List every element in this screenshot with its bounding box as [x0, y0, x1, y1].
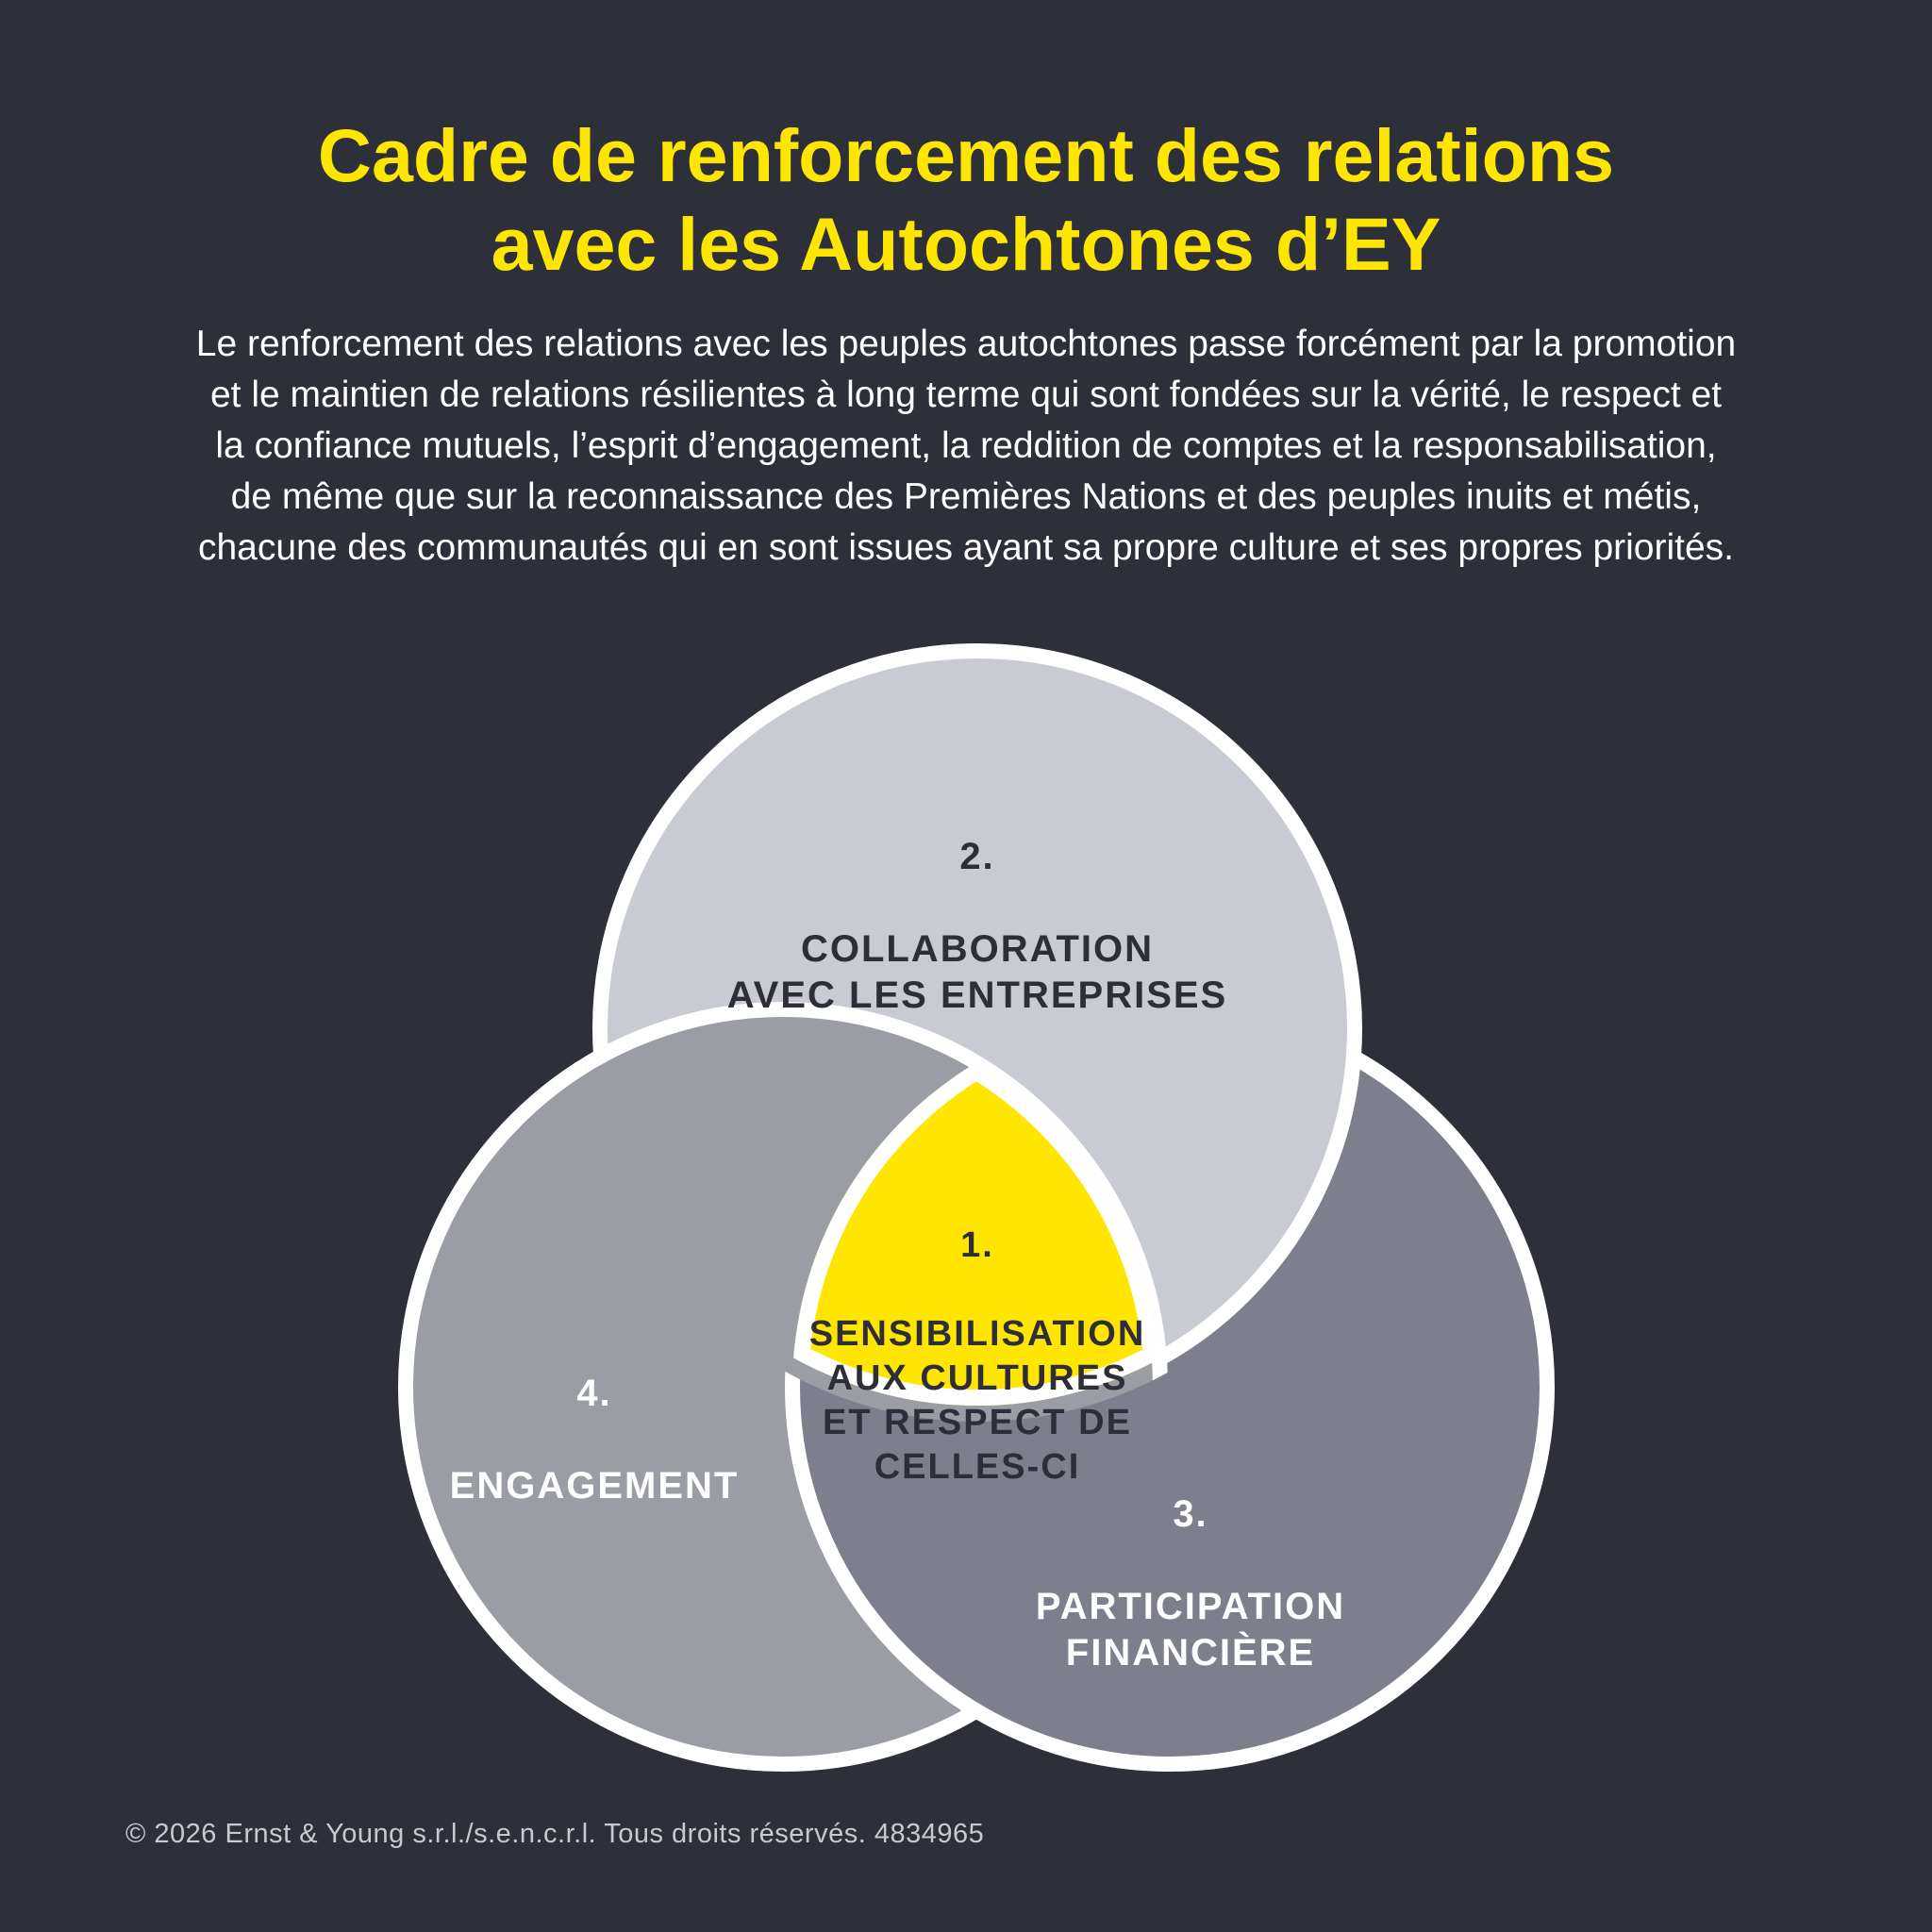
label-sensibilisation-number: 1.: [960, 1225, 994, 1265]
label-sensibilisation: 1. SENSIBILISATION AUX CULTURES ET RESPE…: [809, 1179, 1146, 1534]
intro-paragraph: Le renforcement des relations avec les p…: [195, 324, 1737, 568]
label-participation-financiere-number: 3.: [1173, 1493, 1208, 1535]
label-engagement: 4. ENGAGEMENT: [450, 1324, 740, 1556]
label-engagement-text: ENGAGEMENT: [449, 1465, 740, 1507]
label-collaboration-text: COLLABORATION AVEC LES ENTREPRISES: [726, 928, 1228, 1016]
label-collaboration: 2. COLLABORATION AVEC LES ENTREPRISES: [727, 788, 1227, 1065]
page-title: Cadre de renforcement des relations avec…: [317, 113, 1615, 286]
label-engagement-number: 4.: [576, 1373, 612, 1414]
label-participation-financiere: 3. PARTICIPATION FINANCIÈRE: [1036, 1445, 1345, 1723]
label-participation-financiere-text: PARTICIPATION FINANCIÈRE: [1035, 1586, 1346, 1674]
label-sensibilisation-text: SENSIBILISATION AUX CULTURES ET RESPECT …: [808, 1314, 1146, 1487]
label-collaboration-number: 2.: [959, 836, 995, 877]
footer-copyright: © 2026 Ernst & Young s.r.l./s.e.n.c.r.l.…: [125, 1819, 985, 1849]
